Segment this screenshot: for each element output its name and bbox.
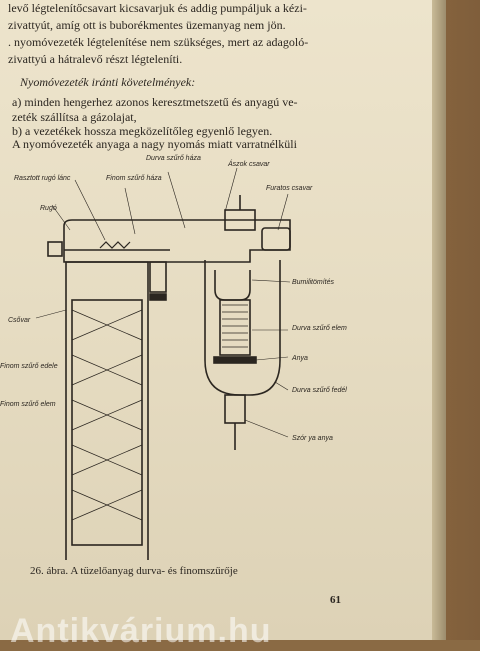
body-line: . nyomóvezeték légtelenítése nem szükség… xyxy=(8,35,309,49)
fine-filter-housing xyxy=(65,261,149,560)
label-csovar: Csővar xyxy=(8,317,31,324)
nut xyxy=(213,356,257,364)
label-szoritya-anya: Szór ya anya xyxy=(292,435,333,442)
filter-diagram: Durva szűrő háza Finom szűrő háza Ászok … xyxy=(0,155,347,560)
label-rasztott-rugo: Rasztott rugó lánc xyxy=(14,175,71,182)
section-title: Nyomóvezeték iránti követelmények: xyxy=(20,75,196,89)
filter-head xyxy=(63,219,291,263)
watermark: Antikvárium.hu xyxy=(10,612,272,650)
label-finom-szuro-edele: Finom szűrő edele xyxy=(0,363,58,370)
label-finom-szuro-haza: Finom szűrő háza xyxy=(106,175,162,182)
label-durva-szuro-haza: Durva szűrő háza xyxy=(146,155,201,162)
figure-caption: 26. ábra. A tüzelőanyag durva- és finoms… xyxy=(30,565,238,577)
page-gutter xyxy=(432,0,446,640)
label-rugo: Rugó xyxy=(40,205,57,212)
label-durva-szuro-elem: Durva szűrő elem xyxy=(292,325,347,332)
label-anya: Anya xyxy=(291,355,308,362)
coarse-filter-bowl xyxy=(204,260,281,396)
fine-filter-element xyxy=(71,299,143,546)
page-number: 61 xyxy=(330,594,341,606)
requirement-line: b) a vezetékek hossza megközelítőleg egy… xyxy=(12,124,273,138)
body-line: zivattyú a hátralevő részt légteleníti. xyxy=(8,52,183,66)
requirement-line: zeték szállítsa a gázolajat, xyxy=(12,110,137,124)
label-bumilitomites: Bumilitömítés xyxy=(292,279,335,286)
label-aszak-csavar: Ászok csavar xyxy=(227,159,270,168)
label-durva-szuro-fedel: Durva szűrő fedél xyxy=(292,387,347,394)
requirement-line: A nyomóvezeték anyaga a nagy nyomás miat… xyxy=(12,137,297,151)
label-furatos-csavar: Furatos csavar xyxy=(266,185,313,192)
requirement-line: a) minden hengerhez azonos keresztmetsze… xyxy=(12,95,298,109)
body-line: zivattyút, amíg ott is buborékmentes üze… xyxy=(8,18,286,32)
label-finom-szuro-elem: Finom szűrő elem xyxy=(0,401,56,408)
body-line: levő légtelenítőcsavart kicsavarjuk és a… xyxy=(8,1,307,15)
